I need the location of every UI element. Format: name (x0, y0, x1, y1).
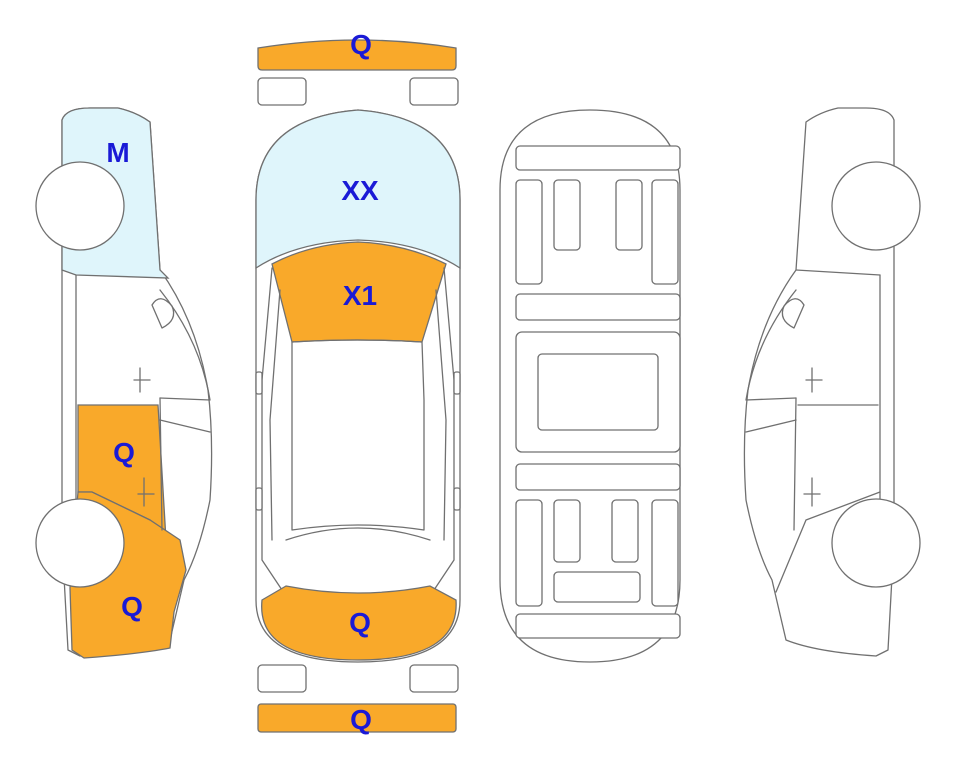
underside-view (499, 109, 681, 663)
left-front-wheel (35, 498, 125, 588)
right-side-view (743, 107, 921, 657)
rear-right-lamp (409, 664, 459, 693)
windshield-label: XX (341, 175, 379, 206)
left-front-fender-label: Q (121, 591, 143, 622)
trunk-lid-label: Q (349, 607, 371, 638)
front-right-lamp (409, 77, 459, 106)
left-front-door-label: Q (113, 437, 135, 468)
left-rear-glass-label: M (106, 137, 129, 168)
rear-bumper[interactable] (257, 703, 457, 733)
rear-left-lamp (257, 664, 307, 693)
front-bumper[interactable] (257, 39, 457, 71)
left-rear-wheel (35, 161, 125, 251)
top-view-car (255, 109, 461, 663)
front-bumper-label: Q (350, 29, 372, 60)
trunk-lid[interactable] (261, 585, 457, 661)
rear-bumper-label: Q (350, 704, 372, 735)
left-side-view (35, 107, 213, 659)
windshield[interactable] (255, 109, 461, 270)
front-left-lamp (257, 77, 307, 106)
right-rear-wheel (831, 161, 921, 251)
hood-label: X1 (343, 280, 377, 311)
right-front-wheel (831, 498, 921, 588)
